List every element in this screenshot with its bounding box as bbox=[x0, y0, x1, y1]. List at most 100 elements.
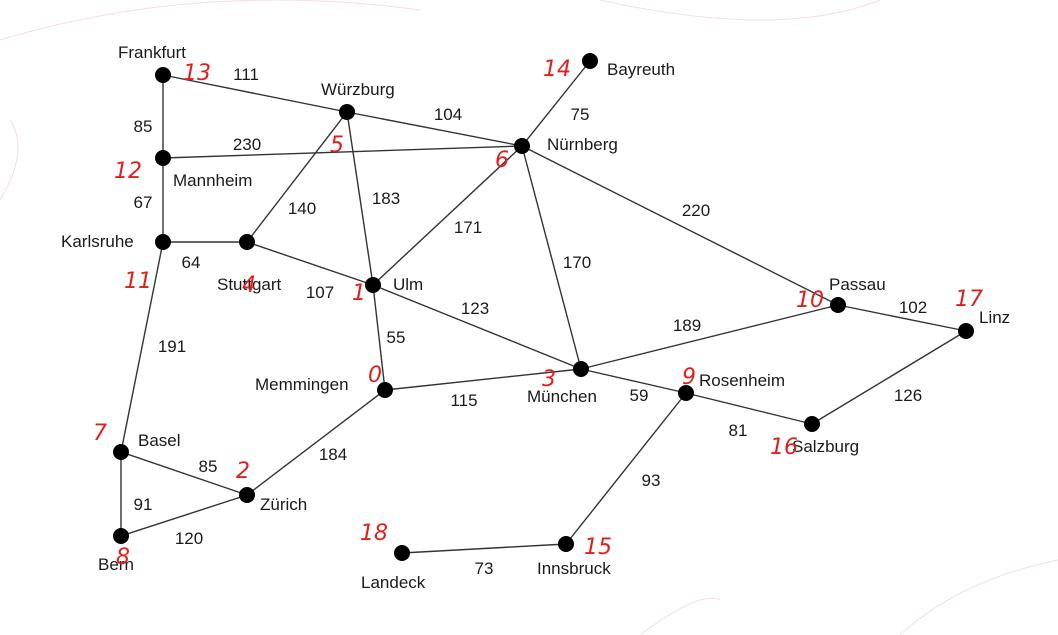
edge-nuernberg-muenchen bbox=[521, 145, 582, 370]
edge-ulm-muenchen bbox=[372, 284, 582, 370]
edge-weight-ulm-memmingen: 55 bbox=[387, 328, 406, 347]
edge-wuerzburg-stuttgart bbox=[246, 111, 348, 243]
city-label-passau: Passau bbox=[829, 275, 886, 294]
handwritten-index-mannheim: 12 bbox=[114, 159, 142, 184]
node-bern bbox=[113, 528, 129, 544]
edge-bayreuth-nuernberg bbox=[521, 60, 591, 147]
edge-weight-landeck-innsbruck: 73 bbox=[475, 559, 494, 578]
edge-weight-karlsruhe-stuttgart: 64 bbox=[182, 253, 201, 272]
handwritten-index-stuttgart: 4 bbox=[242, 273, 256, 298]
edge-passau-muenchen bbox=[580, 304, 839, 370]
node-linz bbox=[958, 323, 974, 339]
nodes-layer bbox=[113, 53, 974, 561]
edge-weight-zuerich-bern: 120 bbox=[175, 529, 203, 548]
edge-stuttgart-ulm bbox=[246, 241, 374, 286]
edge-weight-frankfurt-mannheim: 85 bbox=[134, 117, 153, 136]
edge-nuernberg-passau bbox=[521, 145, 839, 306]
city-label-bayreuth: Bayreuth bbox=[607, 60, 675, 79]
edge-ulm-nuernberg bbox=[372, 145, 523, 286]
city-label-muenchen: München bbox=[527, 387, 597, 406]
edge-weight-wuerzburg-nuernberg: 104 bbox=[434, 105, 462, 124]
edge-wuerzburg-nuernberg bbox=[346, 111, 523, 147]
edge-ulm-memmingen bbox=[372, 284, 386, 391]
edge-weight-wuerzburg-ulm: 183 bbox=[372, 189, 400, 208]
handwritten-index-basel: 7 bbox=[93, 421, 107, 446]
handwritten-index-muenchen: 3 bbox=[542, 367, 556, 392]
edge-weight-passau-linz: 102 bbox=[899, 298, 927, 317]
city-label-salzburg: Salzburg bbox=[792, 437, 859, 456]
handwritten-index-ulm: 1 bbox=[352, 281, 366, 306]
edge-landeck-innsbruck bbox=[401, 543, 567, 554]
edge-zuerich-bern bbox=[120, 494, 248, 537]
edge-weight-rosenheim-innsbruck: 93 bbox=[642, 471, 661, 490]
node-ulm bbox=[365, 277, 381, 293]
handwritten-index-innsbruck: 15 bbox=[584, 535, 612, 560]
edge-rosenheim-innsbruck bbox=[565, 392, 687, 545]
city-label-rosenheim: Rosenheim bbox=[699, 371, 785, 390]
city-label-nuernberg: Nürnberg bbox=[547, 135, 618, 154]
city-label-ulm: Ulm bbox=[393, 275, 423, 294]
edge-weight-wuerzburg-stuttgart: 140 bbox=[288, 199, 316, 218]
city-label-landeck: Landeck bbox=[361, 573, 426, 592]
edge-memmingen-zuerich bbox=[246, 389, 386, 496]
node-mannheim bbox=[155, 150, 171, 166]
node-wuerzburg bbox=[339, 104, 355, 120]
city-label-memmingen: Memmingen bbox=[255, 375, 349, 394]
edge-weight-mannheim-nuernberg: 230 bbox=[233, 135, 261, 154]
city-label-linz: Linz bbox=[979, 308, 1010, 327]
edge-weight-basel-zuerich: 85 bbox=[199, 457, 218, 476]
handwritten-index-rosenheim: 9 bbox=[682, 365, 696, 390]
edge-linz-salzburg bbox=[811, 330, 967, 425]
node-innsbruck bbox=[558, 536, 574, 552]
node-zuerich bbox=[239, 487, 255, 503]
city-label-karlsruhe: Karlsruhe bbox=[61, 232, 134, 251]
node-memmingen bbox=[377, 382, 393, 398]
node-stuttgart bbox=[239, 234, 255, 250]
edge-weight-ulm-muenchen: 123 bbox=[461, 299, 489, 318]
handwritten-index-memmingen: 0 bbox=[368, 363, 382, 388]
edge-weight-muenchen-rosenheim: 59 bbox=[630, 386, 649, 405]
labels-layer: FrankfurtWürzburgBayreuthNürnbergMannhei… bbox=[61, 43, 1010, 592]
node-karlsruhe bbox=[155, 234, 171, 250]
node-muenchen bbox=[573, 361, 589, 377]
handwritten-index-linz: 17 bbox=[955, 287, 983, 312]
handwritten-index-zuerich: 2 bbox=[236, 459, 250, 484]
edge-wuerzburg-ulm bbox=[346, 111, 374, 286]
edge-weight-memmingen-muenchen: 115 bbox=[450, 391, 477, 410]
edge-weight-memmingen-zuerich: 184 bbox=[319, 445, 347, 464]
city-label-zuerich: Zürich bbox=[260, 495, 307, 514]
node-bayreuth bbox=[582, 53, 598, 69]
edge-mannheim-nuernberg bbox=[162, 145, 523, 159]
handwritten-index-nuernberg: 6 bbox=[495, 148, 509, 173]
edge-muenchen-rosenheim bbox=[580, 368, 687, 394]
edge-weight-nuernberg-passau: 220 bbox=[682, 201, 710, 220]
handwritten-index-landeck: 18 bbox=[360, 521, 388, 546]
handwritten-index-bayreuth: 14 bbox=[543, 57, 571, 82]
city-label-basel: Basel bbox=[138, 431, 181, 450]
city-label-bern: Bern bbox=[98, 555, 134, 574]
edge-weight-rosenheim-salzburg: 81 bbox=[729, 421, 748, 440]
edge-weight-passau-muenchen: 189 bbox=[673, 316, 701, 335]
city-label-stuttgart: Stuttgart bbox=[217, 275, 282, 294]
edge-weight-karlsruhe-basel: 191 bbox=[158, 337, 186, 356]
edges-layer bbox=[120, 60, 967, 554]
edge-weight-linz-salzburg: 126 bbox=[894, 386, 922, 405]
handwritten-index-karlsruhe: 11 bbox=[124, 269, 152, 294]
edge-weight-mannheim-karlsruhe: 67 bbox=[134, 193, 153, 212]
handwritten-index-wuerzburg: 5 bbox=[330, 133, 344, 158]
node-passau bbox=[830, 297, 846, 313]
edge-weight-frankfurt-wuerzburg: 111 bbox=[233, 65, 259, 84]
edge-frankfurt-wuerzburg bbox=[162, 74, 348, 113]
edge-karlsruhe-basel bbox=[120, 241, 164, 453]
handwritten-index-salzburg: 16 bbox=[770, 435, 798, 460]
city-label-frankfurt: Frankfurt bbox=[118, 43, 186, 62]
handwritten-index-frankfurt: 13 bbox=[183, 61, 211, 86]
handwritten-index-passau: 10 bbox=[796, 288, 824, 313]
edge-weight-ulm-nuernberg: 171 bbox=[454, 218, 482, 237]
edge-weight-nuernberg-muenchen: 170 bbox=[563, 253, 591, 272]
edge-weight-bayreuth-nuernberg: 75 bbox=[571, 105, 590, 124]
node-frankfurt bbox=[155, 67, 171, 83]
